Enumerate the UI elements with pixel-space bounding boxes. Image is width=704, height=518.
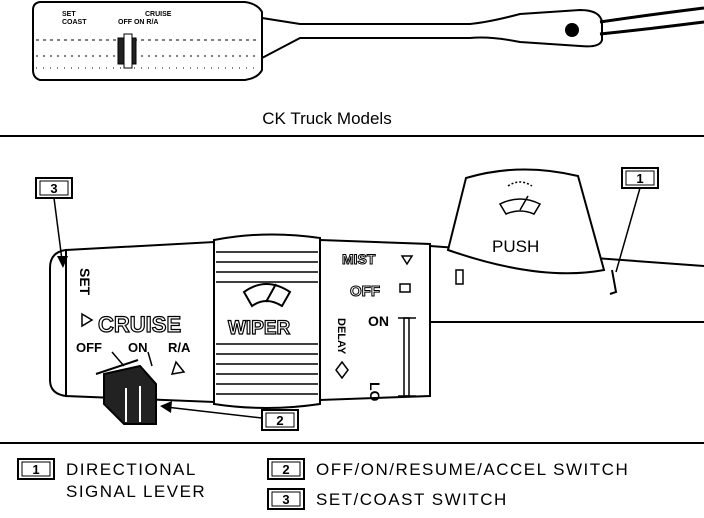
top-lever-illustration: [32, 0, 704, 81]
ra-position-label: R/A: [168, 340, 191, 355]
top-figure-caption: CK Truck Models: [262, 109, 391, 128]
top-lever-left-label-l2: COAST: [62, 19, 87, 26]
cruise-title: CRUISE: [98, 312, 181, 337]
legend-1-text: DIRECTIONAL SIGNAL LEVER: [66, 460, 206, 501]
push-label: PUSH: [492, 237, 539, 256]
legend-1-number: 1: [32, 462, 39, 477]
callout-3-number: 3: [50, 181, 57, 196]
wiper-ring-knurling: [216, 251, 318, 395]
legend-item-2: 2 OFF/ON/RESUME/ACCEL SWITCH: [267, 458, 629, 480]
top-lever-right-label-l2: OFF ON R/A: [118, 19, 158, 26]
wiper-off-label: OFF: [350, 283, 380, 300]
top-lever-right-label: CRUISE OFF ON R/A: [118, 11, 173, 26]
lo-label: LO: [367, 382, 383, 402]
callout-1-number: 1: [636, 171, 643, 186]
callout-1: 1: [615, 167, 659, 273]
legend-3-text: SET/COAST SWITCH: [316, 490, 508, 509]
wiper-icon: [242, 283, 292, 308]
top-lever-left-label: SET COAST: [62, 11, 87, 26]
legend-1-text-l1: DIRECTIONAL: [66, 460, 196, 479]
legend-item-3: 3 SET/COAST SWITCH: [267, 488, 508, 510]
legend-3-number: 3: [282, 492, 289, 507]
delay-label: DELAY: [335, 318, 347, 355]
legend-2-text: OFF/ON/RESUME/ACCEL SWITCH: [316, 460, 629, 479]
main-lever-illustration: [49, 168, 704, 425]
legend-1-text-l2: SIGNAL LEVER: [66, 482, 206, 501]
legend-item-1: 1 DIRECTIONAL SIGNAL LEVER: [17, 458, 206, 501]
wiper-label: WIPER: [228, 318, 291, 339]
top-lever-right-label-l1: CRUISE: [145, 11, 172, 18]
mist-label: MIST: [342, 251, 376, 267]
callout-3: 3: [35, 177, 73, 268]
set-label: SET: [77, 268, 93, 296]
callout-2-number: 2: [276, 413, 283, 428]
callout-2: 2: [160, 401, 299, 431]
off-position-label: OFF: [76, 340, 102, 355]
on-position-label: ON: [128, 340, 148, 355]
legend-2-number: 2: [282, 462, 289, 477]
top-lever-left-label-l1: SET: [62, 11, 76, 18]
wiper-on-label: ON: [368, 313, 389, 329]
